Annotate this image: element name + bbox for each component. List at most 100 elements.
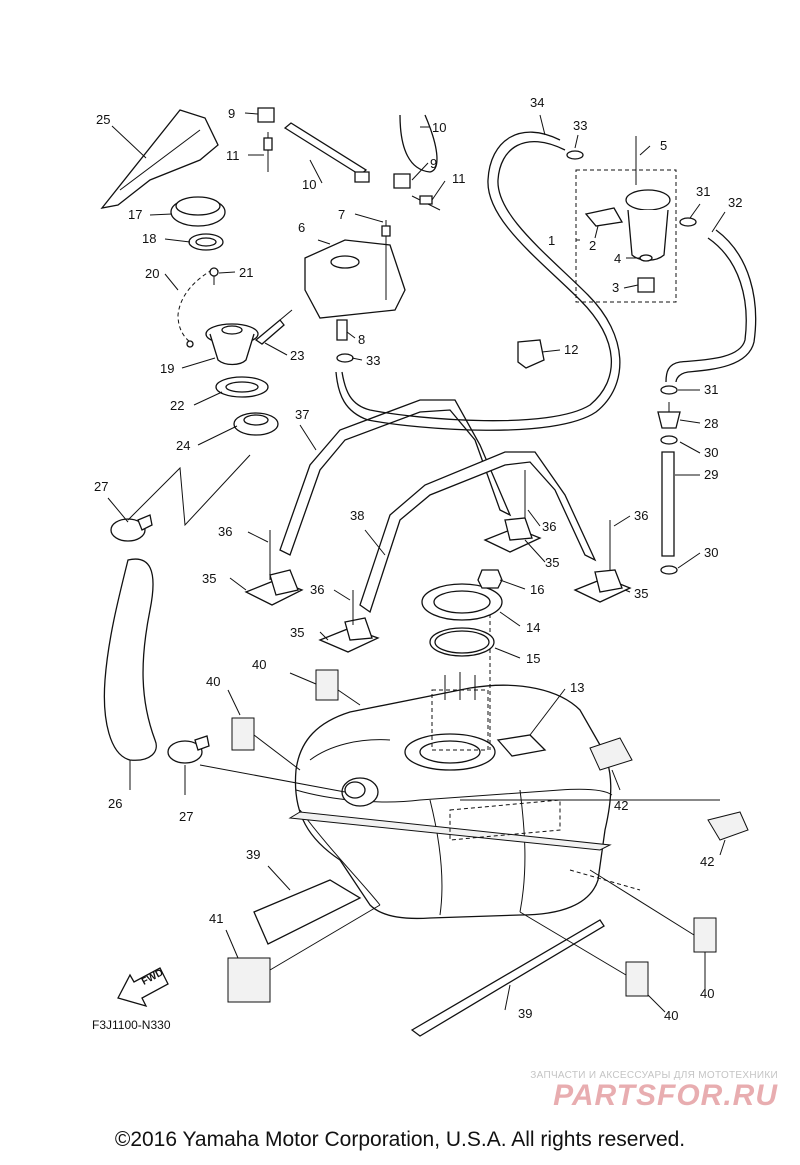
callout-6: 6 bbox=[298, 220, 305, 235]
clip-part-9a bbox=[258, 108, 274, 122]
fuel-filter-assembly-part-1 bbox=[576, 170, 676, 302]
o-ring-part-18 bbox=[189, 234, 223, 250]
pad-part-42a bbox=[590, 738, 632, 770]
pad-part-40c bbox=[694, 918, 716, 952]
filler-neck-part-19 bbox=[206, 324, 258, 365]
callout-1: 1 bbox=[548, 233, 555, 248]
callout-35-lower: 35 bbox=[290, 625, 304, 640]
sender-ring-part-14 bbox=[422, 584, 502, 620]
strap-bracket-part-35c bbox=[575, 520, 630, 602]
callout-36-right: 36 bbox=[634, 508, 648, 523]
pad-part-39a bbox=[254, 880, 360, 944]
callout-35-left: 35 bbox=[202, 571, 216, 586]
callout-3: 3 bbox=[612, 280, 619, 295]
strap-bracket-part-35a bbox=[246, 530, 302, 605]
hose-clamps-30-31-33 bbox=[337, 151, 696, 574]
callout-40-bottom: 40 bbox=[664, 1008, 678, 1023]
callout-35-mid: 35 bbox=[545, 555, 559, 570]
bolt-part-7 bbox=[382, 220, 390, 300]
pad-part-39b bbox=[412, 920, 604, 1036]
hose-clamp-part-27a bbox=[111, 515, 152, 541]
tank-strap-part-37 bbox=[280, 400, 510, 555]
clip-part-9b bbox=[394, 174, 410, 188]
screw-part-21 bbox=[210, 268, 218, 285]
callout-15: 15 bbox=[526, 651, 540, 666]
callout-38: 38 bbox=[350, 508, 364, 523]
fuel-cap-part-17 bbox=[171, 197, 225, 226]
pad-part-40d bbox=[626, 962, 648, 996]
check-valve-part-28 bbox=[658, 402, 680, 428]
drawing-code: F3J1100-N330 bbox=[92, 1018, 171, 1032]
holder-part-12 bbox=[518, 340, 544, 368]
tank-strap-part-38 bbox=[360, 452, 595, 612]
callout-42-upper: 42 bbox=[614, 798, 628, 813]
fwd-arrow-icon bbox=[118, 968, 168, 1006]
callout-23: 23 bbox=[290, 348, 304, 363]
fuel-hose-part-34 bbox=[336, 132, 620, 430]
callout-29: 29 bbox=[704, 467, 718, 482]
callout-4: 4 bbox=[614, 251, 621, 266]
callout-8: 8 bbox=[358, 332, 365, 347]
callout-36-mid: 36 bbox=[542, 519, 556, 534]
callout-5: 5 bbox=[660, 138, 667, 153]
breather-fitting-part-23 bbox=[256, 310, 292, 344]
callout-27-lower: 27 bbox=[179, 809, 193, 824]
callout-21: 21 bbox=[239, 265, 253, 280]
rivet-part-8 bbox=[337, 320, 347, 340]
gasket-part-15 bbox=[430, 628, 494, 656]
fuel-filter-body bbox=[626, 190, 670, 260]
callout-30-upper: 30 bbox=[704, 445, 718, 460]
callout-40-top: 40 bbox=[252, 657, 266, 672]
callout-12: 12 bbox=[564, 342, 578, 357]
callout-18: 18 bbox=[142, 231, 156, 246]
callout-41: 41 bbox=[209, 911, 223, 926]
nut-part-24 bbox=[234, 413, 278, 435]
filter-bracket-part-2 bbox=[586, 208, 622, 226]
pad-part-41 bbox=[228, 958, 270, 1002]
filter-element-part-3 bbox=[638, 278, 654, 292]
callout-26: 26 bbox=[108, 796, 122, 811]
callout-39-left: 39 bbox=[246, 847, 260, 862]
nut-part-16 bbox=[478, 570, 502, 588]
callout-31-upper: 31 bbox=[696, 184, 710, 199]
callout-37: 37 bbox=[295, 407, 309, 422]
filler-hose-part-26 bbox=[104, 559, 156, 760]
callout-27-upper: 27 bbox=[94, 479, 108, 494]
pad-part-40b bbox=[232, 718, 254, 750]
callout-11-left: 11 bbox=[226, 148, 240, 163]
callout-19: 19 bbox=[160, 361, 174, 376]
gasket-part-22 bbox=[216, 377, 268, 397]
callout-2: 2 bbox=[589, 238, 596, 253]
callout-33-lower: 33 bbox=[366, 353, 380, 368]
fuel-tank-part-13 bbox=[290, 685, 640, 918]
callout-13: 13 bbox=[570, 680, 584, 695]
callout-34: 34 bbox=[530, 95, 544, 110]
callout-16: 16 bbox=[530, 582, 544, 597]
callout-labels: 1 2 3 4 5 6 7 8 9 9 10 10 11 11 12 13 14… bbox=[94, 95, 742, 1023]
cable-tie-part-10a bbox=[285, 123, 369, 182]
cover-part-6 bbox=[305, 240, 405, 318]
fuel-hose-part-29 bbox=[662, 452, 674, 556]
pad-part-42b bbox=[708, 812, 748, 840]
callout-42-lower: 42 bbox=[700, 854, 714, 869]
callout-17: 17 bbox=[128, 207, 142, 222]
callout-7: 7 bbox=[338, 207, 345, 222]
strap-bracket-part-35b bbox=[485, 470, 540, 552]
callout-35-right: 35 bbox=[634, 586, 648, 601]
callout-33-upper: 33 bbox=[573, 118, 587, 133]
hose-clamp-part-27b bbox=[168, 736, 209, 763]
cable-tie-part-10b bbox=[400, 115, 437, 172]
callout-32: 32 bbox=[728, 195, 742, 210]
o-ring-part-4 bbox=[640, 255, 652, 261]
callout-10-right: 10 bbox=[432, 120, 446, 135]
callout-10-left: 10 bbox=[302, 177, 316, 192]
callout-11-right: 11 bbox=[452, 171, 466, 186]
watermark: ЗАПЧАСТИ И АКСЕССУАРЫ ДЛЯ МОТОТЕХНИКИ PA… bbox=[530, 1070, 778, 1111]
callout-14: 14 bbox=[526, 620, 540, 635]
strap-bracket-part-35d bbox=[320, 590, 378, 652]
pin-part-11b bbox=[412, 196, 440, 210]
callout-40-left: 40 bbox=[206, 674, 220, 689]
callout-28: 28 bbox=[704, 416, 718, 431]
leader-lines bbox=[108, 113, 725, 1012]
pin-part-11a bbox=[264, 132, 272, 172]
